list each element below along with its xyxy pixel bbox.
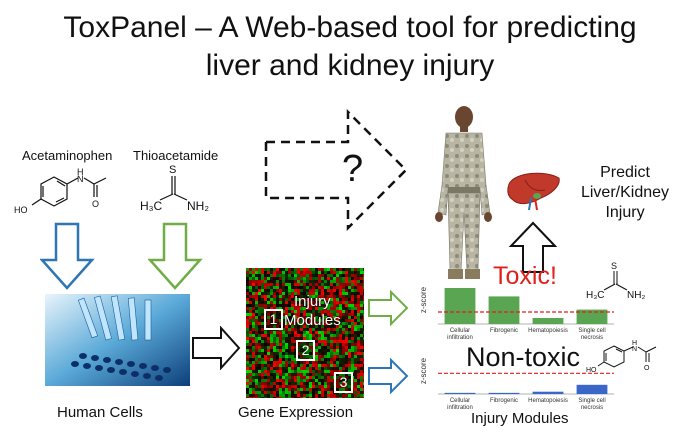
toxic-label: Toxic! (493, 262, 557, 290)
small-acet-o: O (644, 365, 650, 372)
thioacetamide-label: Thioacetamide (133, 148, 219, 163)
acet-ho: HO (14, 205, 28, 215)
acetaminophen-label: Acetaminophen (22, 148, 113, 163)
nontoxic-chart-bar-1 (488, 392, 520, 394)
nontoxic-chart-bar-2 (532, 391, 564, 394)
soldier-image (435, 106, 492, 279)
nontoxic-chart-tick-label-1: Fibrogenic (490, 398, 518, 404)
acetaminophen-structure: HO H N O (14, 167, 107, 215)
heatmap-overlay-label: Injury Modules (284, 293, 341, 329)
small-acet-n: N (632, 346, 637, 353)
acet-h: H (77, 167, 84, 177)
module-box-1: 1 (264, 309, 283, 330)
black-right-arrow (192, 326, 241, 370)
gene-expression-label: Gene Expression (238, 404, 354, 421)
injury-modules-label: Injury Modules (471, 410, 569, 427)
small-acet-h: H (632, 340, 637, 347)
liver-image (507, 172, 560, 211)
nontoxic-chart-tick-label-0: infiltration (447, 405, 473, 411)
title-line-2: liver and kidney injury (205, 49, 495, 82)
lab-cells-image (45, 294, 190, 386)
thioacetamide-small-structure: S H₃C NH₂ (586, 261, 645, 301)
nontoxic-chart-tick-label-3: necrosis (581, 405, 603, 411)
acetaminophen-small-structure: HO H N O (586, 340, 657, 374)
title-line-1: ToxPanel – A Web-based tool for predicti… (63, 11, 637, 44)
toxic-chart-tick-label-0: Cellular (450, 328, 470, 334)
toxic-chart-bar-2 (532, 318, 564, 324)
toxic-chart-bar-0 (444, 288, 476, 324)
module-box-2: 2 (296, 340, 315, 361)
module-box-3: 3 (334, 372, 353, 393)
up-arrow (508, 221, 558, 273)
question-mark: ? (342, 148, 364, 190)
nontoxic-chart-tick-label-2: Hematopoiesis (528, 398, 568, 404)
nontoxic-chart-ylabel: z-score (419, 357, 428, 384)
predict-injury-label: Predict Liver/Kidney Injury (580, 164, 670, 221)
toxic-chart-tick-label-2: Hematopoiesis (528, 328, 568, 334)
thio-h3c: H₃C (140, 199, 163, 213)
green-down-arrow (148, 222, 203, 290)
blue-down-arrow (40, 222, 95, 290)
small-acet-ho: HO (586, 367, 597, 374)
acet-n: N (77, 174, 84, 184)
blue-right-arrow (368, 358, 409, 394)
toxic-chart-tick-label-0: infiltration (447, 335, 473, 341)
dashed-right-arrow (264, 108, 408, 232)
small-thio-h3c: H₃C (586, 290, 605, 301)
toxic-chart-tick-label-3: necrosis (581, 335, 603, 341)
gene-expression-heatmap (246, 268, 364, 398)
toxic-chart-bar-1 (488, 296, 520, 324)
thio-nh2: NH₂ (187, 199, 209, 213)
thio-s: S (169, 164, 176, 176)
nontoxic-label: Non-toxic (466, 342, 581, 372)
nontoxic-chart-tick-label-0: Cellular (450, 398, 470, 404)
nontoxic-chart-bar-3 (576, 384, 608, 394)
nontoxic-chart-tick-label-3: Single cell (578, 398, 605, 404)
toxic-chart-tick-label-1: Fibrogenic (490, 328, 518, 334)
small-thio-nh2: NH₂ (627, 290, 645, 301)
small-thio-s: S (611, 261, 617, 271)
nontoxic-chart-bar-0 (444, 392, 476, 394)
toxic-chart-bar-3 (576, 309, 608, 324)
toxic-chart-ylabel: z-score (419, 286, 428, 313)
toxic-chart-tick-label-3: Single cell (578, 328, 605, 334)
acet-o: O (92, 199, 99, 209)
thioacetamide-structure: S H₃C NH₂ (140, 164, 209, 213)
human-cells-label: Human Cells (57, 404, 143, 421)
green-right-arrow (368, 290, 409, 326)
